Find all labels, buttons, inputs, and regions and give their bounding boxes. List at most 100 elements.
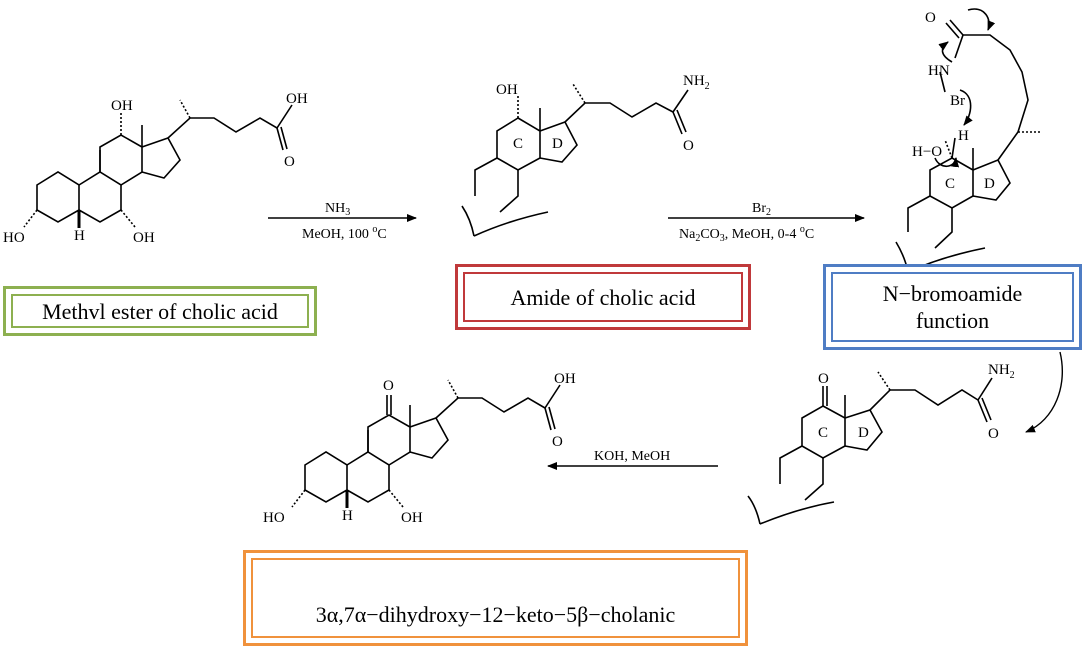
atom-o-acid: O — [552, 434, 563, 450]
structure-2-labels: OH NH2 O C D — [496, 73, 710, 154]
atom-nh2: NH2 — [683, 73, 710, 92]
stub-left — [474, 157, 498, 196]
acid-co — [544, 406, 556, 431]
side-chain — [869, 389, 979, 411]
hash-c20-methyl — [447, 379, 459, 399]
structure-5-labels: O OH O HO OH H — [263, 371, 576, 526]
label-box-inner-border — [11, 294, 309, 328]
atom-h-12: H — [958, 128, 969, 144]
structure-cholic-acid-ester — [23, 99, 293, 228]
keto-co — [822, 386, 828, 406]
ring-label-c: C — [513, 136, 523, 152]
bond-c12-o — [944, 139, 953, 159]
amide-n — [672, 89, 689, 113]
keto-co — [386, 395, 392, 415]
side-chain — [963, 34, 1029, 161]
ring-b — [346, 451, 390, 503]
arrow-1-bottom: MeOH, 100 oC — [302, 224, 387, 242]
ring-a — [36, 171, 80, 223]
label-box-methyl-ester: Methvl ester of cholic acid — [3, 286, 317, 336]
atom-oh-7: OH — [133, 230, 155, 246]
arrow-2-bottom: Na2CO3, MeOH, 0-4 oC — [679, 224, 814, 244]
ring-c — [367, 414, 411, 466]
hash-7-oh — [120, 209, 136, 228]
hash-7-oh — [388, 489, 404, 508]
arrow-1-top: NH3 — [325, 201, 350, 218]
ring-label-c: C — [818, 425, 828, 441]
label-methyl-ester: Methvl ester of cholic acid — [42, 298, 278, 324]
n-br — [939, 71, 946, 93]
label-keto-cholanic: 3α,7α−dihydroxy−12−keto−5β−cholanic — [315, 601, 676, 627]
atom-o-acid: O — [284, 154, 295, 170]
atom-h-o: H−O — [912, 144, 942, 160]
atom-h-5: H — [74, 228, 85, 244]
label-amide: Amide of cholic acid — [510, 284, 696, 310]
atom-oh-7: OH — [401, 510, 423, 526]
atom-oh-acid: OH — [554, 371, 576, 387]
atom-o-keto: O — [383, 378, 394, 394]
atom-oh-12: OH — [111, 98, 133, 114]
structure-keto-acid — [291, 379, 561, 508]
amide-co — [945, 19, 964, 39]
amide-co — [672, 109, 687, 135]
arrow-3: KOH, MeOH — [547, 449, 718, 470]
atom-o-amide: O — [988, 426, 999, 442]
atom-o-keto: O — [818, 371, 829, 387]
arrow-2: Br2 Na2CO3, MeOH, 0-4 oC — [668, 201, 865, 244]
acid-oh — [276, 104, 293, 129]
structure-keto-intermediate — [747, 371, 993, 525]
ring-label-d: D — [858, 425, 869, 441]
hash-c20-methyl — [179, 99, 191, 119]
ring-d — [539, 121, 578, 163]
amide-co — [977, 397, 992, 423]
side-chain — [564, 102, 674, 123]
structure-amide — [461, 83, 689, 237]
structure-4-labels: O NH2 O C D — [818, 362, 1015, 442]
atom-h-5: H — [342, 508, 353, 524]
stub-down — [934, 208, 953, 249]
structure-1-labels: OH O OH HO OH H — [3, 91, 308, 246]
curved-arrow-br — [959, 89, 973, 126]
ring-a — [304, 451, 348, 503]
amide-n — [977, 377, 993, 401]
truncation-brace — [747, 495, 835, 525]
label-box-inner-border — [251, 558, 740, 638]
ring-c — [99, 134, 143, 186]
ring-label-d: D — [552, 136, 563, 152]
acid-co — [276, 126, 288, 151]
atom-o-amide: O — [925, 10, 936, 26]
label-box-n-bromoamide: N−bromoamide function — [823, 264, 1082, 350]
atom-oh-acid: OH — [286, 91, 308, 107]
amide-n — [954, 34, 964, 59]
hash-c20-methyl — [877, 371, 891, 391]
arrow-1: NH3 MeOH, 100 oC — [268, 201, 417, 242]
ring-label-d: D — [984, 176, 995, 192]
arrow-curved — [1025, 351, 1064, 433]
atom-oh-12: OH — [496, 82, 518, 98]
curved-arrow-o — [967, 8, 996, 31]
atom-nh2: NH2 — [988, 362, 1015, 381]
truncation-brace — [461, 205, 549, 237]
hash-3-oh — [23, 209, 38, 228]
bond-c12-h — [951, 137, 956, 159]
side-chain — [435, 397, 546, 419]
atom-o-amide: O — [683, 138, 694, 154]
arrow-2-top: Br2 — [752, 201, 771, 218]
stub-down — [804, 458, 824, 501]
label-box-inner-border — [463, 272, 743, 322]
curved-arrow-oh — [934, 157, 960, 168]
label-n-bromoamide: N−bromoamide function — [882, 281, 1023, 333]
curved-arrow-n — [938, 41, 953, 63]
side-chain — [167, 117, 278, 139]
label-box-keto-cholanic: 3α,7α−dihydroxy−12−keto−5β−cholanic — [243, 550, 748, 646]
ring-label-c: C — [945, 176, 955, 192]
structure-n-bromoamide — [895, 8, 1040, 273]
ring-b — [78, 171, 122, 223]
atom-ho-3: HO — [3, 230, 25, 246]
hash-c20-methyl — [572, 83, 586, 104]
label-box-amide: Amide of cholic acid — [455, 264, 751, 330]
label-box-inner-border — [831, 272, 1074, 342]
atom-br: Br — [950, 93, 965, 109]
atom-hn: HN — [928, 63, 950, 79]
